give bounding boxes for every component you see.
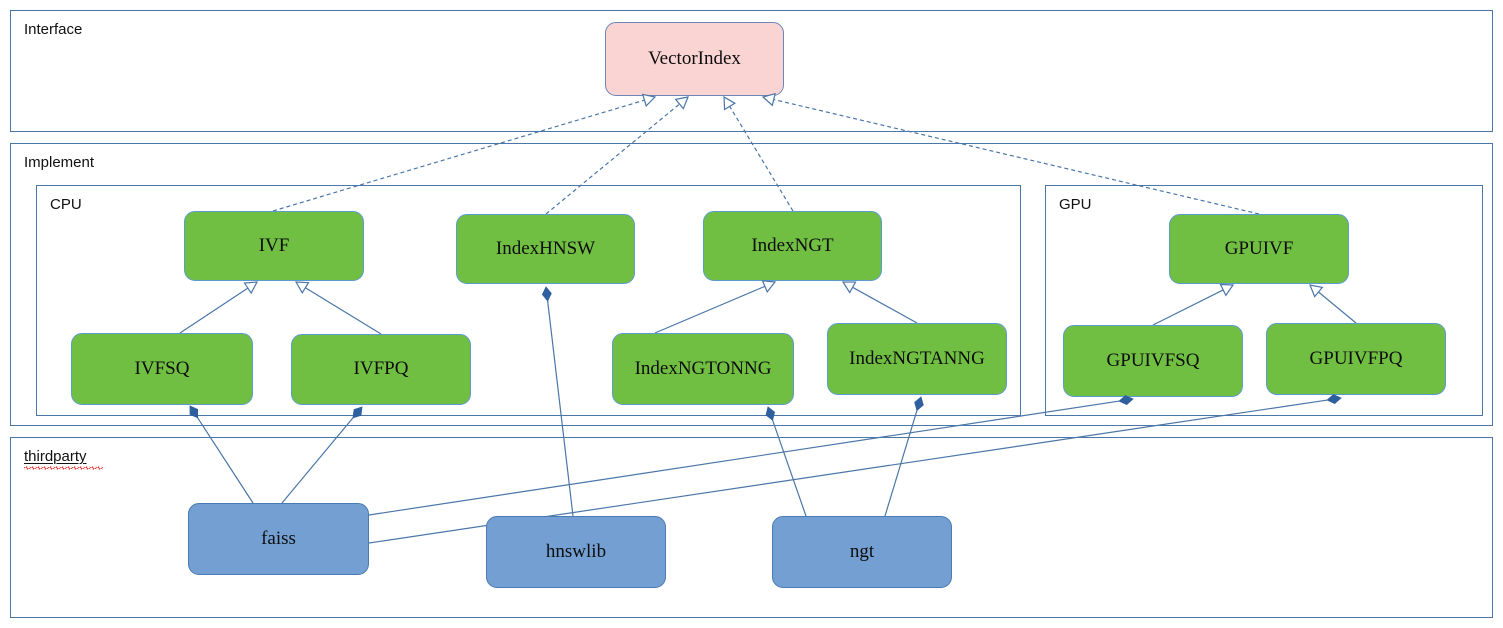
edge-e-ngt-ngtonng	[771, 419, 807, 517]
edge-e-faiss-gpuivfsq	[368, 400, 1121, 516]
edge-e-ivfsq-ivf	[179, 287, 249, 334]
edge-e-indexhnsw-vectorindex	[545, 103, 680, 215]
frame-label-thirdparty: thirdparty	[24, 448, 87, 465]
node-indexhnsw[interactable]: IndexHNSW	[456, 214, 635, 284]
frame-label-gpu: GPU	[1059, 196, 1092, 213]
frame-thirdparty	[10, 437, 1493, 618]
edge-e-ngtonng-indexngt	[654, 285, 766, 334]
frame-label-interface: Interface	[24, 21, 83, 38]
node-ivf[interactable]: IVF	[184, 211, 364, 281]
node-indexngt[interactable]: IndexNGT	[703, 211, 882, 281]
edge-e-faiss-ivfsq	[196, 416, 254, 504]
edge-e-indexngt-vectorindex	[729, 106, 794, 212]
node-gpuivfpq[interactable]: GPUIVFPQ	[1266, 323, 1446, 395]
node-vectorindex[interactable]: VectorIndex	[605, 22, 784, 96]
edge-e-ivfpq-ivf	[305, 287, 382, 335]
node-ivfpq[interactable]: IVFPQ	[291, 334, 471, 405]
node-hnswlib[interactable]: hnswlib	[486, 516, 666, 588]
node-gpuivfsq[interactable]: GPUIVFSQ	[1063, 325, 1243, 397]
edge-e-gpuivfpq-gpuivf	[1318, 291, 1357, 324]
edge-e-gpuivf-vectorindex	[773, 98, 1260, 215]
edge-e-hnswlib-indexhnsw	[546, 299, 574, 517]
node-ivfsq[interactable]: IVFSQ	[71, 333, 253, 405]
node-faiss[interactable]: faiss	[188, 503, 369, 575]
node-indexngtanng[interactable]: IndexNGTANNG	[827, 323, 1007, 395]
frame-interface	[10, 10, 1493, 132]
node-indexngtonng[interactable]: IndexNGTONNG	[612, 333, 794, 405]
edge-e-ivf-vectorindex	[272, 99, 645, 212]
edge-e-ngtanng-indexngt	[852, 286, 918, 324]
frame-cpu	[36, 185, 1021, 416]
frame-label-implement: Implement	[24, 154, 95, 171]
node-gpuivf[interactable]: GPUIVF	[1169, 214, 1349, 284]
edge-e-faiss-ivfpq	[281, 416, 355, 504]
edge-e-gpuivfsq-gpuivf	[1152, 289, 1224, 326]
node-ngt[interactable]: ngt	[772, 516, 952, 588]
frame-label-cpu: CPU	[50, 196, 82, 213]
frame-gpu	[1045, 185, 1483, 416]
edge-e-ngt-ngtanng	[884, 409, 918, 517]
